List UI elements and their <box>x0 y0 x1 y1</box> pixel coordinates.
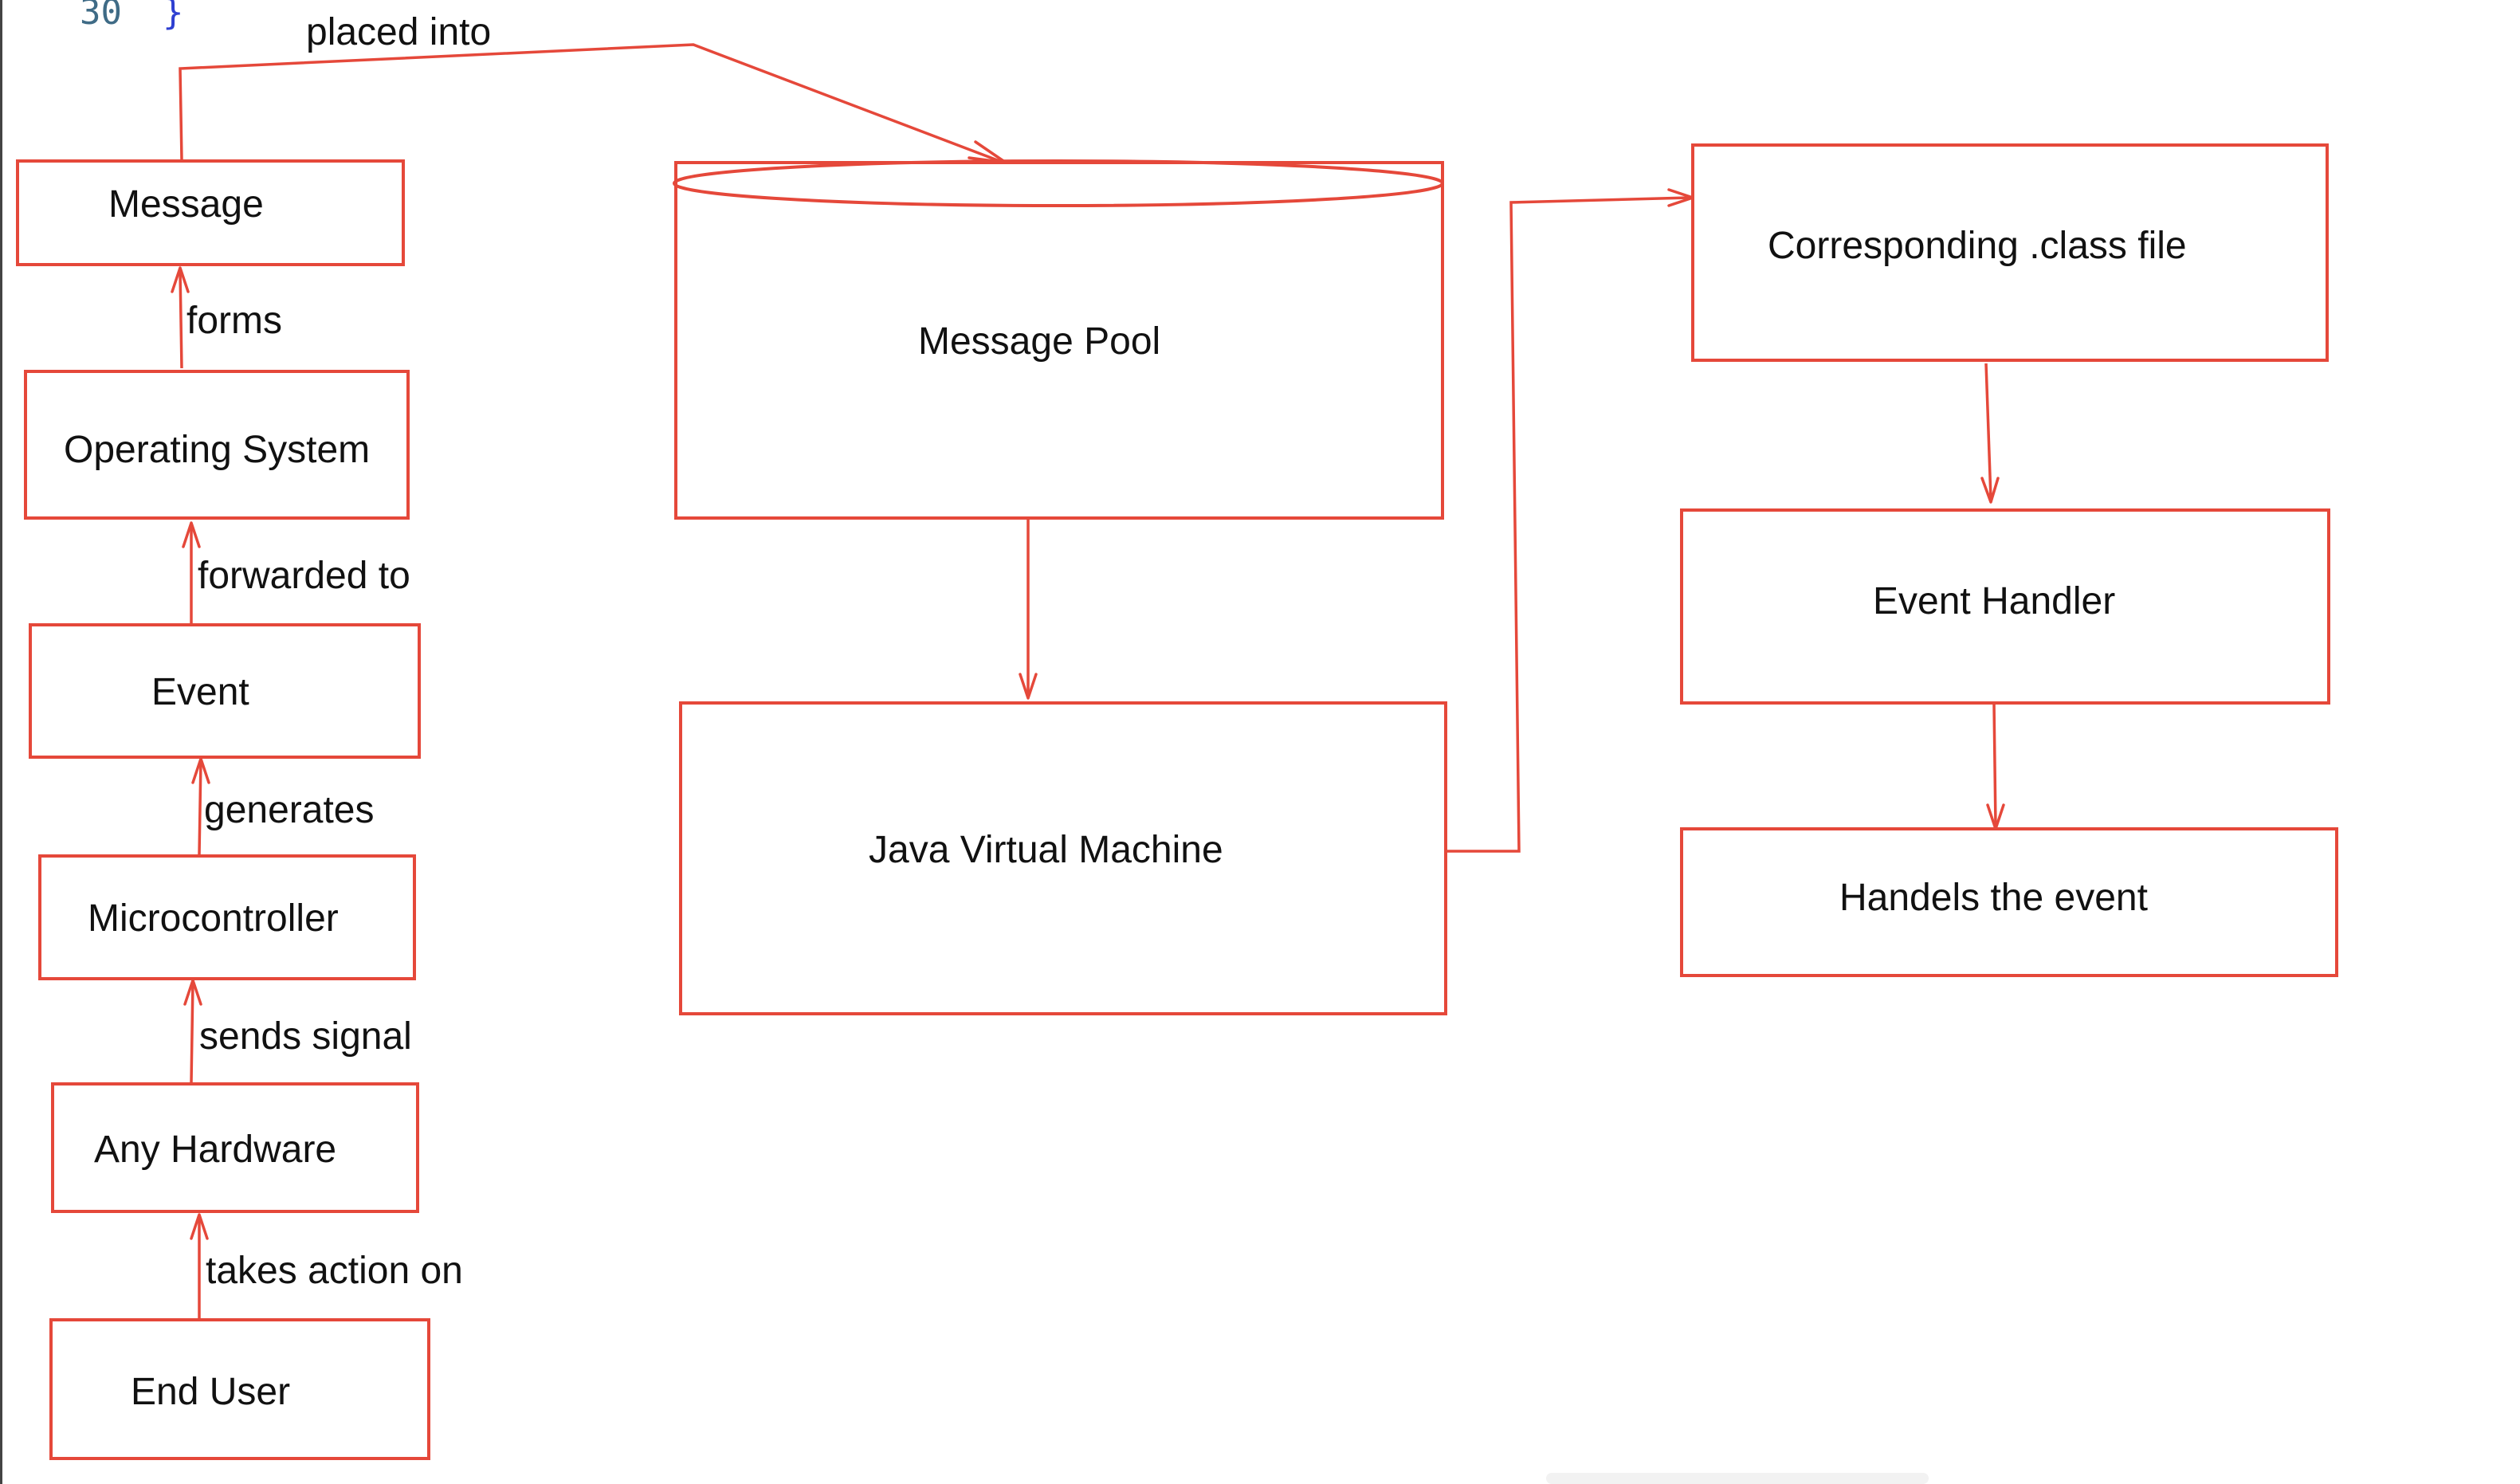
node-any-hardware-box <box>51 1082 419 1213</box>
node-message-box <box>16 159 405 266</box>
arrowhead-takes-action-on <box>190 1213 209 1240</box>
node-label-message: Message <box>108 183 264 226</box>
node-label-corresponding-class-file: Corresponding .class file <box>1768 225 2187 267</box>
arrowhead-forms <box>171 266 190 293</box>
edge-placed-into <box>179 43 1000 163</box>
node-event-handler-box <box>1680 508 2330 705</box>
node-java-virtual-machine-box <box>679 701 1447 1015</box>
node-microcontroller-box <box>38 854 416 980</box>
edge-forms <box>179 270 183 369</box>
edge-label-placed-into: placed into <box>306 11 491 53</box>
node-label-microcontroller: Microcontroller <box>88 897 339 940</box>
edge-label-sends-signal: sends signal <box>199 1015 412 1058</box>
edge-label-takes-action-on: takes action on <box>206 1250 463 1292</box>
node-label-operating-system: Operating System <box>64 429 370 471</box>
edge-label-forms: forms <box>186 300 282 342</box>
edge-sends-signal <box>190 981 194 1083</box>
node-handels-the-event-box <box>1680 827 2338 977</box>
code-closing-brace: } <box>163 0 184 33</box>
node-operating-system-box <box>24 370 410 520</box>
node-end-user-box <box>49 1318 430 1460</box>
node-label-end-user: End User <box>131 1371 290 1413</box>
node-label-event: Event <box>151 671 249 713</box>
edge-jvm-to-class-file <box>1447 196 1690 853</box>
node-label-handels-the-event: Handels the event <box>1839 877 2148 919</box>
node-label-java-virtual-machine: Java Virtual Machine <box>869 829 1223 871</box>
bottom-scroll-shadow <box>1546 1473 1929 1484</box>
edge-class-file-to-handler <box>1984 363 1992 500</box>
node-label-event-handler: Event Handler <box>1873 580 2115 622</box>
code-line-number: 30 <box>80 0 122 33</box>
node-corresponding-class-file-box <box>1691 143 2329 362</box>
node-label-any-hardware: Any Hardware <box>94 1129 336 1171</box>
arrowhead-forwarded-to <box>182 521 201 548</box>
arrowhead-pool-to-jvm <box>1019 673 1038 700</box>
edge-handler-to-handles <box>1992 702 1997 826</box>
node-message-pool-cylinder-top <box>673 159 1444 207</box>
edge-label-forwarded-to: forwarded to <box>198 555 410 597</box>
edge-generates <box>198 760 202 855</box>
edge-label-generates: generates <box>204 789 375 831</box>
node-event-box <box>29 623 421 759</box>
node-message-pool-box <box>674 161 1444 520</box>
node-label-message-pool: Message Pool <box>918 320 1160 363</box>
arrowhead-class-file-to-handler <box>1980 477 2000 504</box>
